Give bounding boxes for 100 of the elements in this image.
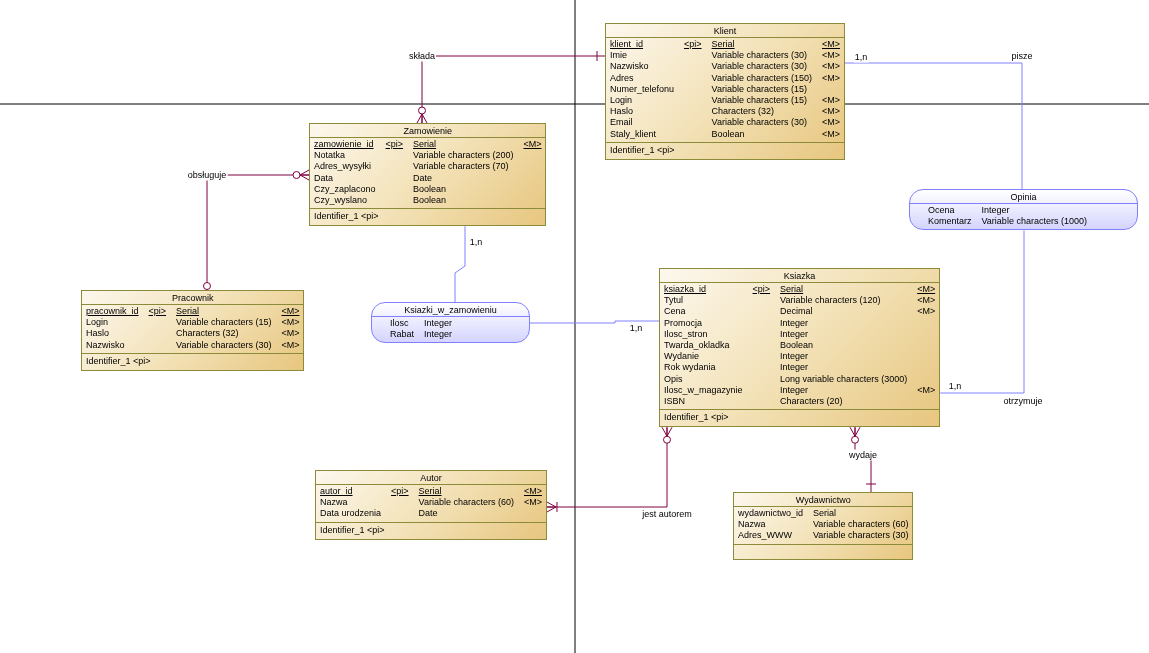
edge-label: jest autorem — [641, 508, 693, 520]
attribute-name: Staly_klient — [610, 128, 658, 140]
attribute-name: Haslo — [86, 328, 110, 340]
attribute-name: Adres_WWW — [738, 530, 793, 542]
attribute-name: Cena — [664, 306, 687, 318]
mandatory-marker: <M> — [281, 328, 300, 340]
association-box — [371, 302, 530, 344]
data-type: Variable characters (30) — [813, 530, 909, 542]
data-type: Variable characters (30) — [711, 50, 808, 62]
attribute-name: Ilosc_w_magazynie — [664, 384, 743, 397]
data-type: Integer — [424, 318, 454, 330]
data-type: Variable characters (15) — [711, 95, 808, 107]
entity-name: Zamowienie — [402, 125, 453, 137]
attribute-name: Nazwa — [320, 497, 349, 509]
data-type: Boolean — [413, 183, 448, 195]
data-type: Variable characters (150) — [711, 72, 812, 84]
entity-box — [81, 290, 305, 371]
identifier-label: Identifier_1 <pi> — [664, 412, 729, 423]
attribute-name: Nazwisko — [610, 61, 650, 73]
mandatory-marker: <M> — [281, 306, 300, 318]
entity-name: Pracownik — [170, 292, 215, 304]
attribute-name: pracownik_id — [86, 306, 139, 318]
attribute-name: Rok wydania — [664, 362, 717, 374]
mandatory-marker: <M> — [917, 306, 936, 318]
mandatory-marker: <M> — [821, 117, 840, 129]
attribute-name: Wydanie — [664, 351, 700, 363]
attribute-name: wydawnictwo_id — [738, 508, 804, 520]
data-type: Serial — [418, 486, 443, 498]
data-type: Decimal — [780, 306, 814, 318]
attribute-name: Data — [314, 172, 334, 184]
relationship-line — [844, 62, 1023, 190]
association-box — [909, 189, 1138, 231]
entity-box — [733, 492, 914, 560]
key-marker: <pi> — [391, 486, 409, 498]
association-name: Ksiazki_w_zamowieniu — [403, 304, 498, 316]
attribute-name: ksiazka_id — [664, 284, 708, 296]
attribute-name: Tytul — [664, 295, 684, 307]
attribute-name: Adres_wysyłki — [314, 161, 372, 173]
mandatory-marker: <M> — [917, 284, 936, 296]
data-type: Serial — [813, 508, 838, 520]
data-type: Serial — [176, 306, 201, 318]
edge-label: 1,n — [853, 51, 869, 63]
data-type: Variable characters (70) — [413, 161, 510, 173]
attribute-name: Rabat — [390, 329, 415, 341]
attribute-name: Ilosc — [390, 318, 410, 330]
data-type: Variable characters (120) — [780, 295, 882, 307]
data-type: Characters (32) — [176, 328, 240, 340]
data-type: Variable characters (15) — [176, 317, 272, 329]
edge-label: obsługuje — [186, 169, 228, 181]
attribute-name: Email — [610, 117, 634, 129]
entity-box — [659, 268, 941, 428]
attribute-name: autor_id — [320, 486, 354, 498]
mandatory-marker: <M> — [523, 486, 542, 498]
identifier-label: Identifier_1 <pi> — [320, 524, 385, 535]
data-type: Variable characters (30) — [711, 61, 808, 73]
entity-box — [605, 23, 845, 160]
attribute-name: Czy_wyslano — [314, 195, 369, 207]
mandatory-marker: <M> — [281, 339, 300, 351]
attribute-name: Promocja — [664, 317, 703, 329]
role-label: pisze — [1010, 50, 1034, 62]
mandatory-marker: <M> — [821, 95, 840, 107]
data-type: Integer — [780, 328, 810, 340]
attribute-name: klient_id — [610, 39, 645, 51]
attribute-name: Ocena — [928, 205, 956, 217]
identifier-label: Identifier_1 <pi> — [610, 144, 675, 155]
attribute-name: Komentarz — [928, 216, 972, 228]
attribute-name: Twarda_okladka — [664, 340, 731, 352]
key-marker: <pi> — [684, 39, 702, 51]
data-type: Serial — [711, 39, 736, 51]
mandatory-marker: <M> — [821, 61, 840, 73]
mandatory-marker: <M> — [821, 106, 840, 118]
identifier-label: Identifier_1 <pi> — [314, 211, 379, 222]
entity-name: Klient — [712, 25, 738, 37]
attribute-name: Nazwa — [738, 519, 767, 531]
data-type: Variable characters (60) — [418, 497, 514, 509]
data-type: Characters (20) — [780, 396, 844, 408]
attribute-name: Haslo — [610, 106, 634, 118]
data-type: Integer — [780, 362, 810, 374]
entity-name: Wydawnictwo — [794, 494, 852, 506]
key-marker: <pi> — [148, 306, 167, 318]
entity-name: Autor — [419, 472, 443, 484]
relationship-line — [454, 225, 466, 303]
association-name: Opinia — [1009, 191, 1038, 203]
data-type: Boolean — [711, 128, 746, 140]
mandatory-marker: <M> — [281, 317, 300, 329]
data-type: Characters (32) — [711, 106, 776, 118]
data-type: Date — [413, 172, 434, 184]
edge-label: wydaje — [848, 449, 878, 461]
mandatory-marker: <M> — [917, 295, 936, 307]
data-type: Variable characters (30) — [711, 117, 808, 129]
data-type: Integer — [981, 205, 1011, 217]
attribute-name: Nazwisko — [86, 339, 126, 351]
relationship-line — [416, 50, 606, 124]
entity-box — [309, 123, 547, 227]
mandatory-marker: <M> — [821, 39, 840, 51]
attribute-name: Adres — [610, 72, 635, 84]
relationship-line — [529, 320, 660, 324]
data-type: Variable characters (60) — [813, 519, 909, 531]
data-type: Variable characters (15) — [711, 83, 808, 95]
data-type: Integer — [424, 329, 454, 341]
